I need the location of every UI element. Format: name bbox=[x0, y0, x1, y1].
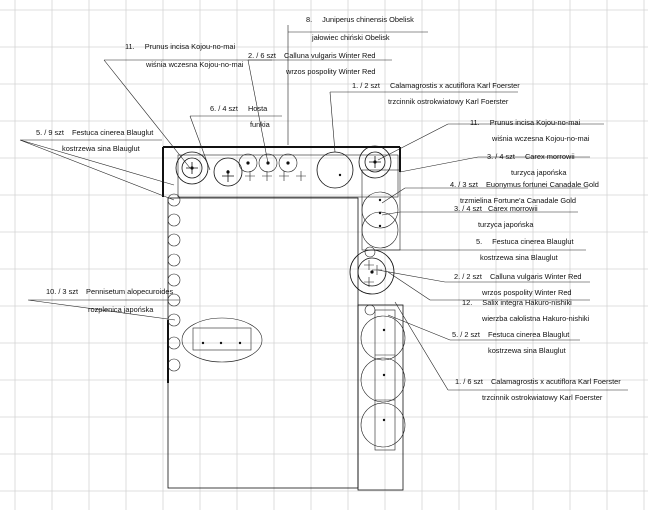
plant-symbols bbox=[167, 145, 406, 448]
svg-text:kostrzewa sina Blauglut: kostrzewa sina Blauglut bbox=[480, 253, 558, 262]
calamagrostis-icon bbox=[360, 315, 406, 361]
svg-text:11.Prunus incisa Kojou-no-mai: 11.Prunus incisa Kojou-no-mai bbox=[125, 42, 235, 51]
label-festuca-right-1: 5.Festuca cinerea Blauglut kostrzewa sin… bbox=[476, 237, 574, 262]
svg-text:turzyca japońska: turzyca japońska bbox=[511, 168, 567, 177]
label-leader-lines bbox=[19, 25, 628, 391]
salix-shrub-icon bbox=[357, 257, 387, 287]
svg-text:jałowiec chiński Obelisk: jałowiec chiński Obelisk bbox=[311, 33, 390, 42]
svg-text:kostrzewa sina Blauglut: kostrzewa sina Blauglut bbox=[62, 144, 140, 153]
festuca-icon bbox=[167, 358, 181, 372]
festuca-icon bbox=[167, 253, 181, 267]
svg-text:wiśnia wczesna Kojou-no-mai: wiśnia wczesna Kojou-no-mai bbox=[491, 134, 590, 143]
calluna-icon bbox=[258, 153, 278, 173]
svg-text:wiśnia wczesna Kojou-no-mai: wiśnia wczesna Kojou-no-mai bbox=[145, 60, 244, 69]
right-bed-upper bbox=[361, 169, 401, 251]
label-prunus-right: 11.Prunus incisa Kojou-no-mai wiśnia wcz… bbox=[470, 118, 590, 143]
svg-text:turzyca japońska: turzyca japońska bbox=[478, 220, 534, 229]
label-juniperus: 8.Juniperus chinensis Obelisk jałowiec c… bbox=[306, 15, 414, 42]
svg-text:wrzos pospolity Winter Red: wrzos pospolity Winter Red bbox=[481, 288, 572, 297]
svg-text:5.Festuca cinerea Blauglut: 5.Festuca cinerea Blauglut bbox=[476, 237, 574, 246]
prunus-tree-icon bbox=[181, 157, 203, 179]
svg-text:trzcinnik ostrokwiatowy Karl F: trzcinnik ostrokwiatowy Karl Foerster bbox=[388, 97, 509, 106]
festuca-icon bbox=[167, 336, 181, 350]
pennisetum-icon bbox=[181, 317, 263, 363]
festuca-icon bbox=[167, 213, 181, 227]
svg-text:wrzos pospolity Winter Red: wrzos pospolity Winter Red bbox=[285, 67, 376, 76]
prunus-tree-icon bbox=[175, 151, 209, 185]
festuca-icon bbox=[167, 273, 181, 287]
garden-outline bbox=[162, 146, 404, 491]
right-strip-area bbox=[357, 304, 404, 491]
festuca-icon bbox=[364, 246, 376, 258]
right-bed-lower bbox=[374, 309, 396, 451]
prunus-tree-icon bbox=[364, 151, 386, 173]
calamagrostis-icon bbox=[360, 402, 406, 448]
svg-text:wierzba całolistna Hakuro-nish: wierzba całolistna Hakuro-nishiki bbox=[481, 314, 590, 323]
festuca-icon bbox=[167, 313, 181, 327]
label-salix: 12.Salix integra Hakuro-nishiki wierzba … bbox=[462, 298, 590, 323]
festuca-icon bbox=[364, 304, 376, 316]
plant-labels: 8.Juniperus chinensis Obelisk jałowiec c… bbox=[36, 15, 621, 402]
svg-text:trzmielina Fortune'a Canadale: trzmielina Fortune'a Canadale Gold bbox=[460, 196, 576, 205]
svg-text:trzcinnik ostrokwiatowy Karl F: trzcinnik ostrokwiatowy Karl Foerster bbox=[482, 393, 603, 402]
calluna-icon bbox=[278, 153, 298, 173]
plant-centre-marks bbox=[190, 160, 386, 422]
carex-icon bbox=[361, 211, 399, 249]
euonymus-icon bbox=[361, 191, 399, 229]
calamagrostis-icon bbox=[360, 357, 406, 403]
svg-text:8.Juniperus chinensis Obelisk: 8.Juniperus chinensis Obelisk bbox=[306, 15, 414, 24]
svg-text:11.Prunus incisa Kojou-no-mai: 11.Prunus incisa Kojou-no-mai bbox=[470, 118, 580, 127]
label-prunus-left: 11.Prunus incisa Kojou-no-mai wiśnia wcz… bbox=[125, 42, 244, 69]
svg-text:12.Salix integra Hakuro-nishik: 12.Salix integra Hakuro-nishiki bbox=[462, 298, 572, 307]
festuca-icon bbox=[167, 233, 181, 247]
svg-text:kostrzewa sina Blauglut: kostrzewa sina Blauglut bbox=[488, 346, 566, 355]
hosta-icon bbox=[213, 157, 243, 187]
festuca-icon bbox=[167, 193, 181, 207]
prunus-tree-icon bbox=[358, 145, 392, 179]
svg-text:funkia: funkia bbox=[250, 120, 271, 129]
svg-text:rozplenica japońska: rozplenica japońska bbox=[88, 305, 154, 314]
pennisetum-bed bbox=[192, 327, 252, 351]
plant-cross-marks bbox=[186, 156, 382, 287]
calluna-icon bbox=[238, 153, 258, 173]
